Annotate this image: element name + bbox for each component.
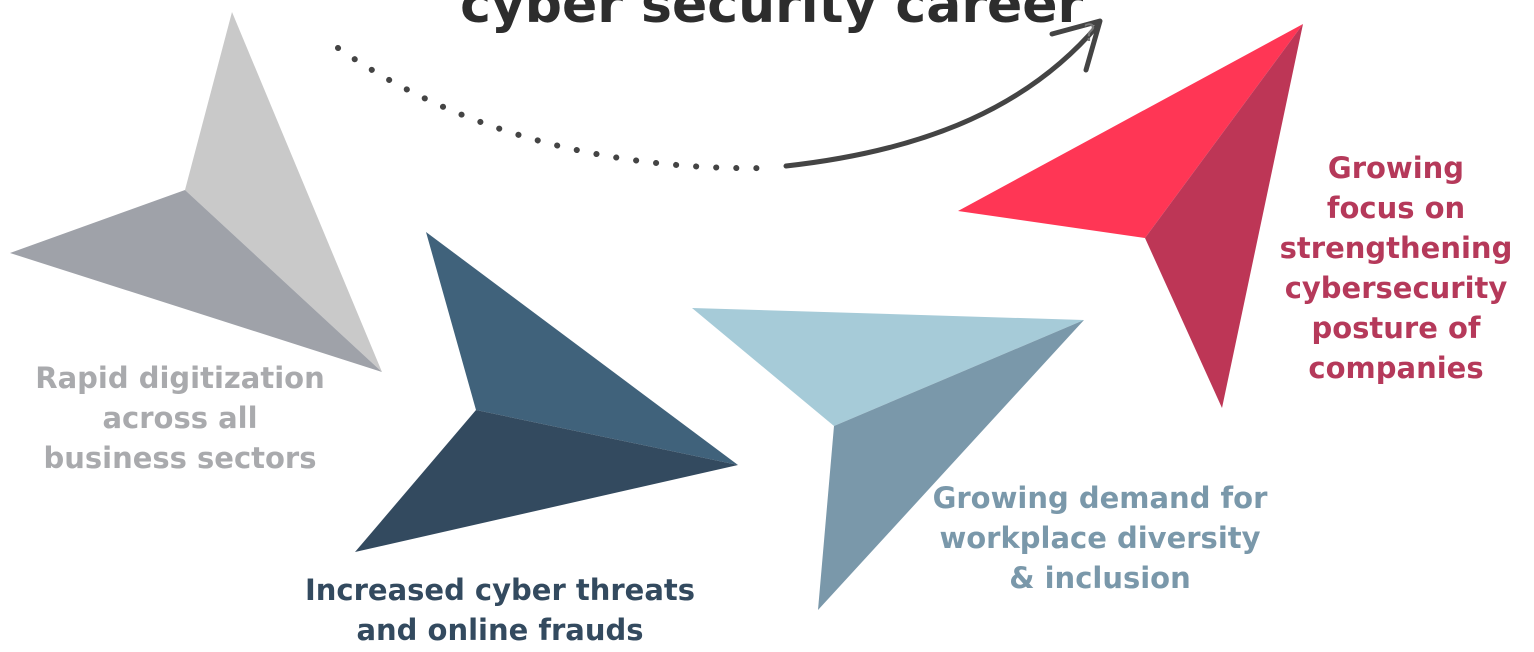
plane-navy-upper-face — [426, 232, 738, 465]
plane-red-upper-face — [958, 24, 1303, 238]
arrow-solid-segment — [783, 22, 1101, 169]
plane-gray-lower-face — [10, 190, 382, 372]
dotted-curved-arrow-icon — [335, 18, 1103, 172]
page-title: cyber security career? — [0, 0, 1534, 47]
arrow-dotted-segment — [335, 45, 773, 172]
plane-red-lower-face — [1145, 24, 1303, 408]
page-title-suffix: ? — [1083, 19, 1096, 47]
label-cybersecurity-focus: Growing focus on strengthening cybersecu… — [1279, 151, 1513, 385]
page-title-text: cyber security career — [460, 0, 1084, 35]
plane-blue-icon — [692, 308, 1084, 610]
arrow-head — [1049, 18, 1103, 73]
plane-red-icon — [958, 24, 1303, 408]
label-cyber-threats: Increased cyber threats and online fraud… — [304, 573, 696, 647]
label-workplace-diversity: Growing demand for workplace diversity &… — [932, 481, 1268, 595]
plane-blue-lower-face — [818, 320, 1084, 610]
plane-gray-upper-face — [185, 12, 382, 372]
plane-blue-upper-face — [692, 308, 1084, 426]
plane-navy-lower-face — [355, 410, 738, 552]
plane-navy-icon — [355, 232, 738, 552]
plane-gray-icon — [10, 12, 382, 372]
label-rapid-digitization: Rapid digitization across all business s… — [35, 361, 325, 475]
